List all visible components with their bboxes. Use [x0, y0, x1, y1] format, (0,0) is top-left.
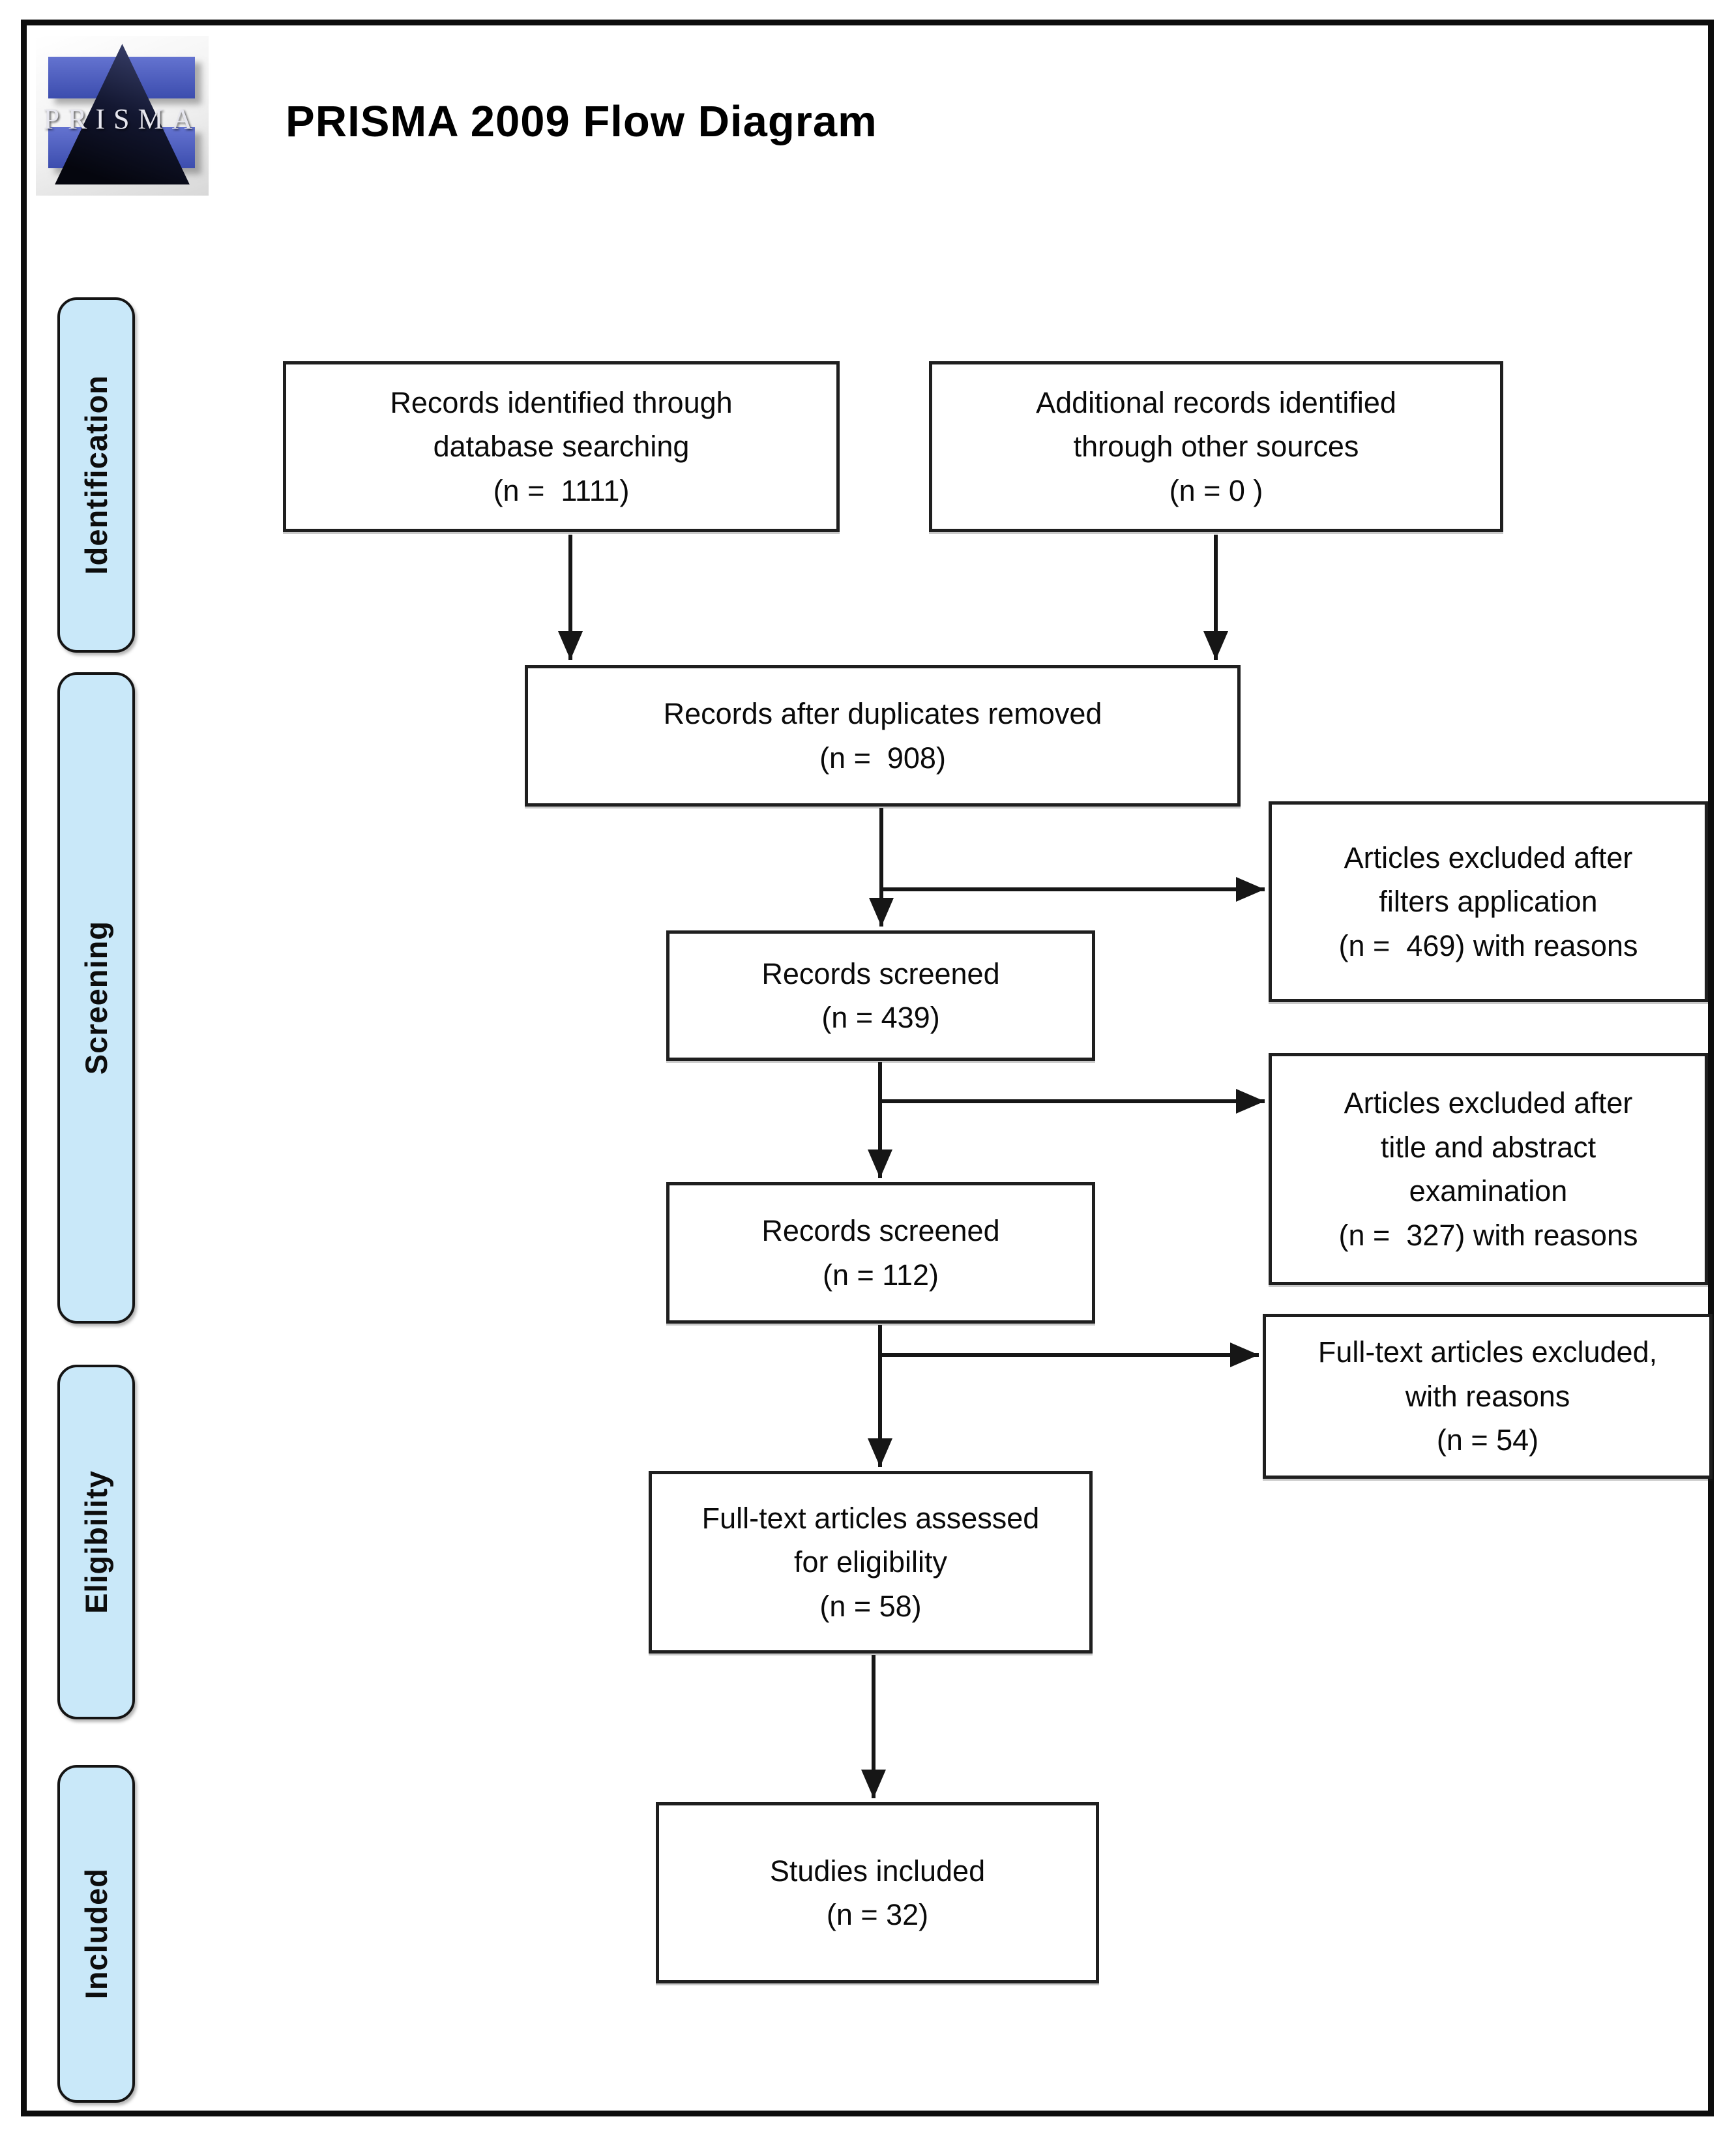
- box-line: Articles excluded after: [1344, 1086, 1633, 1120]
- box-fulltext-excluded: Full-text articles excluded, with reason…: [1263, 1314, 1713, 1479]
- stage-label-included: Included: [57, 1765, 135, 2103]
- stage-label-text: Screening: [79, 921, 113, 1075]
- box-line: (n = 32): [826, 1898, 929, 1931]
- box-line: with reasons: [1405, 1379, 1570, 1413]
- box-after-duplicates: Records after duplicates removed (n = 90…: [525, 665, 1241, 807]
- box-line: through other sources: [1073, 430, 1359, 464]
- box-records-identified: Records identified through database sear…: [283, 361, 840, 532]
- stage-label-identification: Identification: [57, 297, 135, 653]
- box-line: (n = 0 ): [1169, 473, 1263, 507]
- box-line: (n = 327) with reasons: [1338, 1218, 1638, 1252]
- prisma-logo-icon: PRISMA: [36, 36, 209, 196]
- box-line: database searching: [433, 430, 690, 464]
- box-line: (n = 54): [1436, 1423, 1539, 1457]
- stage-label-text: Identification: [79, 375, 113, 575]
- box-line: title and abstract: [1380, 1130, 1596, 1164]
- box-line: (n = 1111): [493, 473, 630, 507]
- box-line: examination: [1409, 1174, 1568, 1208]
- box-line: (n = 58): [819, 1589, 922, 1623]
- box-fulltext-assessed: Full-text articles assessed for eligibil…: [649, 1471, 1093, 1654]
- box-line: for eligibility: [793, 1545, 948, 1579]
- box-line: Records identified through: [390, 385, 733, 419]
- box-line: filters application: [1379, 885, 1598, 919]
- stage-label-text: Included: [79, 1868, 113, 2000]
- page-border: [21, 20, 1714, 2116]
- box-studies-included: Studies included (n = 32): [656, 1802, 1099, 1983]
- box-excluded-filters: Articles excluded after filters applicat…: [1269, 801, 1708, 1002]
- box-line: (n = 908): [819, 741, 946, 775]
- box-line: (n = 469) with reasons: [1338, 928, 1638, 962]
- box-line: (n = 112): [822, 1258, 939, 1292]
- box-additional-records: Additional records identified through ot…: [929, 361, 1503, 532]
- box-line: (n = 439): [821, 1001, 940, 1034]
- box-records-screened-112: Records screened (n = 112): [666, 1182, 1095, 1324]
- logo-wordmark: PRISMA: [43, 102, 201, 135]
- box-excluded-title-abstract: Articles excluded after title and abstra…: [1269, 1053, 1708, 1285]
- box-line: Studies included: [769, 1854, 986, 1888]
- box-line: Full-text articles excluded,: [1317, 1335, 1658, 1369]
- box-line: Full-text articles assessed: [701, 1501, 1040, 1535]
- box-line: Additional records identified: [1036, 385, 1396, 419]
- box-line: Records screened: [761, 957, 1000, 990]
- box-line: Records screened: [761, 1214, 1000, 1247]
- page-title: PRISMA 2009 Flow Diagram: [286, 97, 877, 146]
- box-records-screened-439: Records screened (n = 439): [666, 930, 1095, 1061]
- stage-label-eligibility: Eligibility: [57, 1365, 135, 1719]
- box-line: Articles excluded after: [1344, 840, 1633, 874]
- stage-label-screening: Screening: [57, 672, 135, 1324]
- box-line: Records after duplicates removed: [663, 697, 1102, 730]
- stage-label-text: Eligibility: [79, 1470, 113, 1614]
